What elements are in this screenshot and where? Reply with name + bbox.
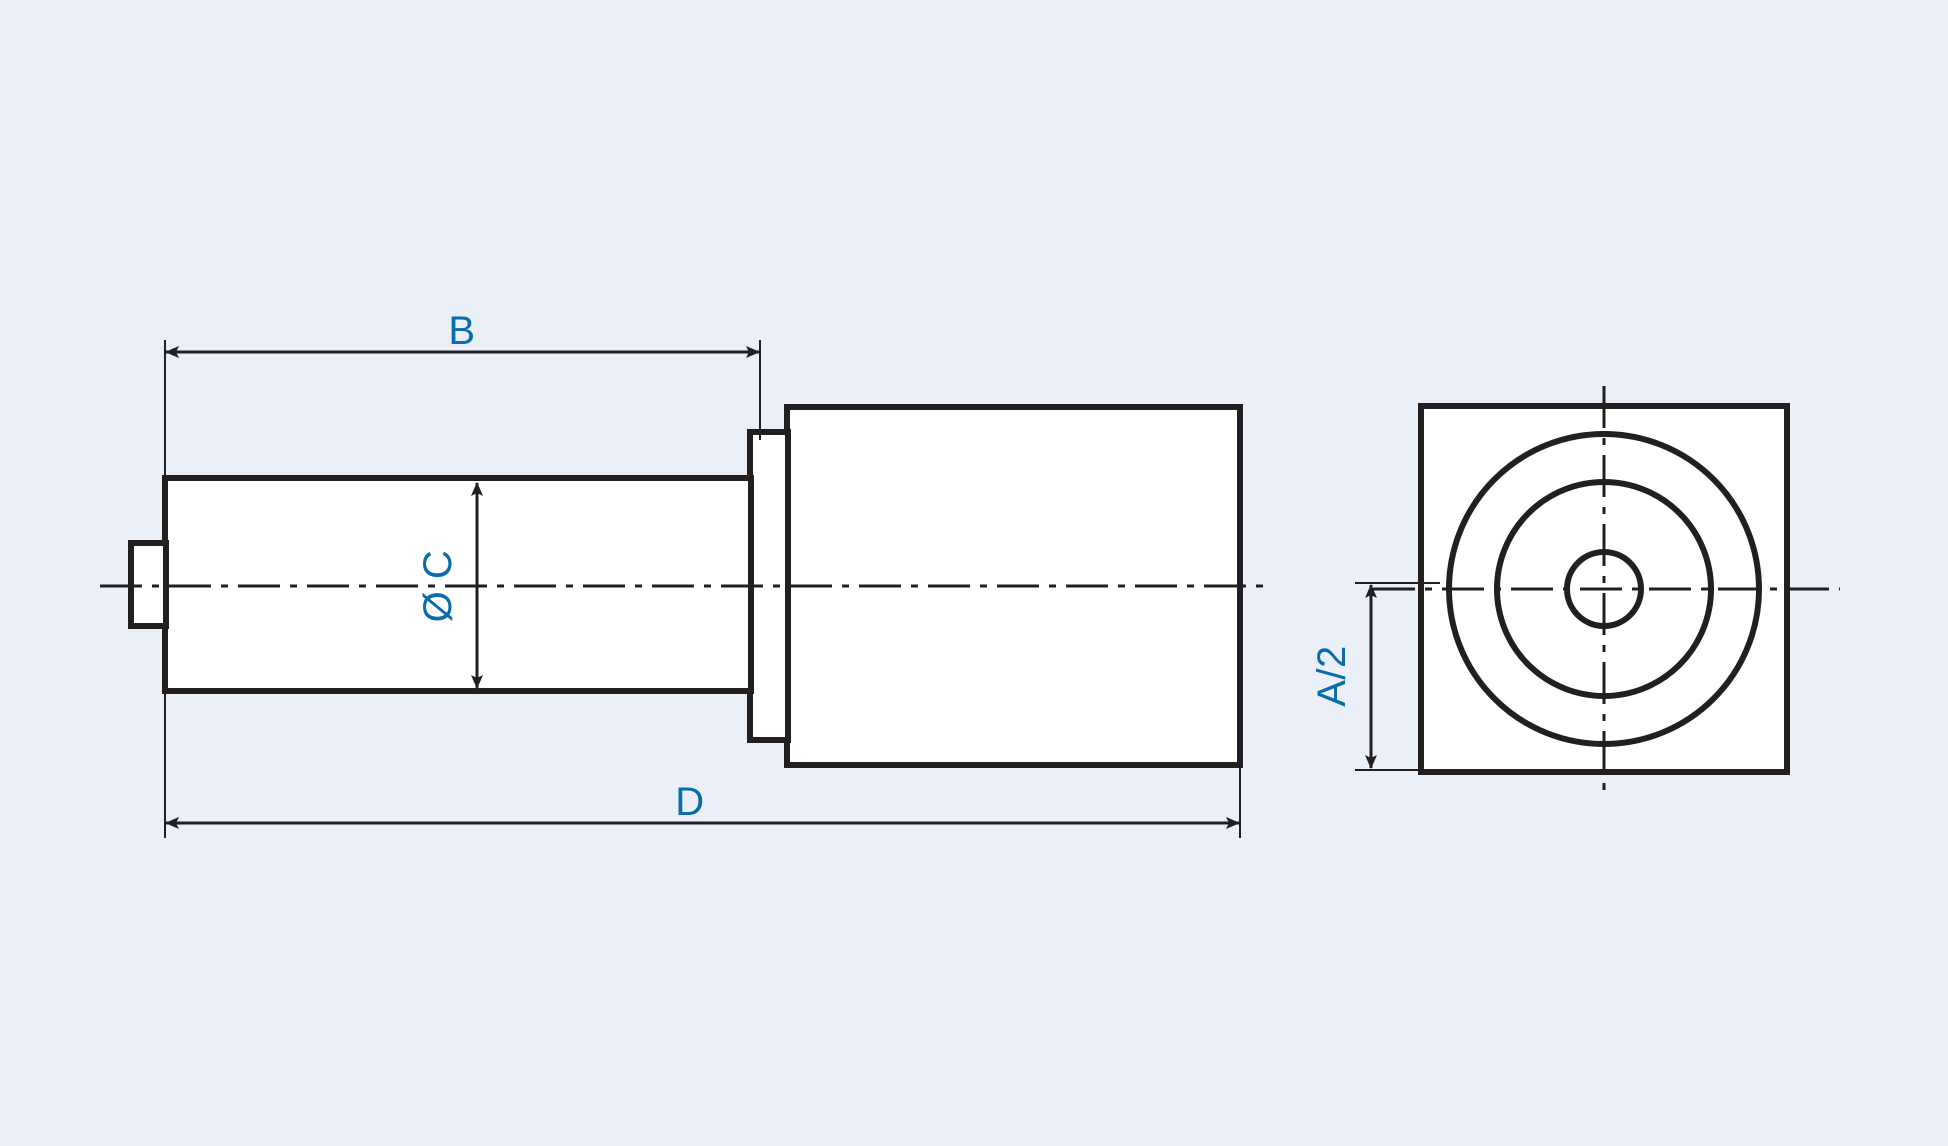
- dimension-d-label: D: [675, 780, 704, 824]
- dimension-c: Ø C: [416, 482, 483, 689]
- dimension-a-half: A/2: [1310, 582, 1440, 771]
- dimension-c-label: Ø C: [416, 550, 460, 623]
- dimension-b: B: [164, 309, 761, 483]
- dimension-b-label: B: [448, 309, 475, 353]
- dimension-a-half-label: A/2: [1310, 645, 1354, 707]
- end-view: [1373, 386, 1840, 800]
- side-elevation-view: [100, 404, 1268, 768]
- dimension-d: D: [164, 688, 1241, 838]
